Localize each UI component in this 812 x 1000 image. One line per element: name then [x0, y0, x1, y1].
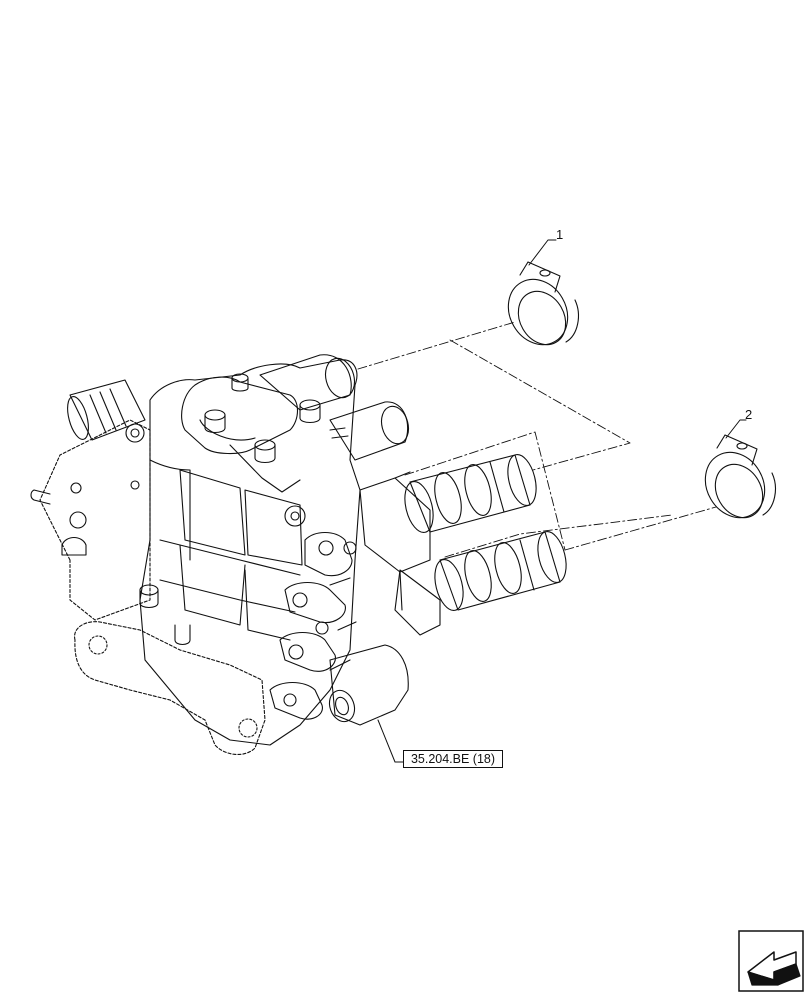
- reference-link[interactable]: 35.204.BE (18): [403, 750, 503, 768]
- hose-clamp-1: [507, 261, 579, 346]
- mounting-plate: [39, 419, 151, 621]
- callout-1-leader: [528, 239, 557, 266]
- solenoid-coils: [404, 454, 567, 611]
- next-page-arrow-icon[interactable]: [738, 930, 804, 992]
- valve-assembly: [30, 359, 409, 755]
- callout-1-number: 1: [556, 227, 563, 242]
- base-flange: [74, 621, 266, 755]
- lever-linkage: [269, 531, 357, 720]
- callout-leaders: [377, 239, 747, 763]
- left-cylinder: [69, 379, 146, 441]
- callout-2-leader: [725, 419, 747, 439]
- top-bolts: [204, 373, 321, 464]
- reference-leader: [377, 719, 404, 763]
- shaft: [30, 489, 51, 505]
- callout-2-number: 2: [745, 407, 752, 422]
- bottom-fitting: [328, 644, 409, 726]
- solenoid-connectors: [259, 354, 441, 636]
- assembly-lines: [357, 321, 717, 558]
- hose-clamp-2: [704, 434, 776, 519]
- valve-body: [139, 359, 361, 746]
